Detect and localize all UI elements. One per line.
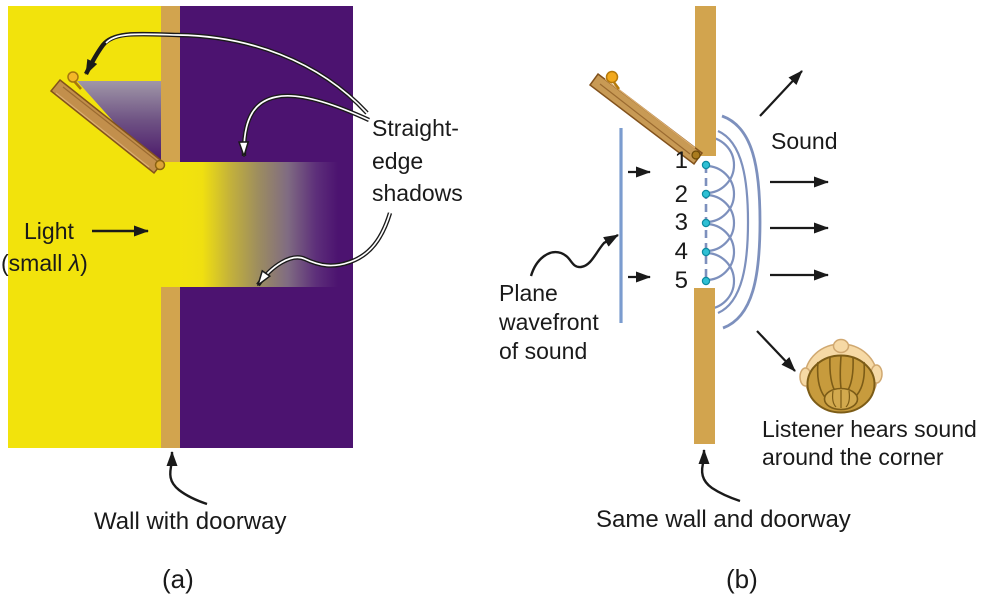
leader-wall-with-doorway: [166, 451, 208, 506]
wavefront-envelope-arc: [721, 114, 762, 330]
listener-label: Listener hears sound around the corner: [762, 415, 977, 471]
listener-head: [799, 338, 883, 414]
leader-plane-wavefront: [529, 233, 619, 277]
doorknob-b: [605, 70, 619, 84]
plane-line1: Plane: [499, 280, 558, 306]
straight-edge-line1: Straight-: [372, 115, 459, 141]
incoming-sound-arrows: [628, 166, 651, 283]
listener-line1: Listener hears sound: [762, 416, 977, 442]
light-beam-straight-edges: [180, 162, 338, 287]
huygens-wavelet-arcs: [705, 114, 762, 330]
wood-grain-line: [55, 92, 150, 168]
panel-b-graphic: [529, 6, 883, 503]
nose: [832, 338, 850, 354]
lambda-suffix: ): [80, 250, 88, 276]
leader-same-wall: [698, 449, 741, 503]
caption-b: (b): [726, 564, 758, 594]
doorknob-stem: [73, 80, 82, 90]
doorknob-a: [67, 71, 79, 83]
wall-upper-a: [161, 6, 180, 162]
hair-bun-lines: [832, 390, 850, 408]
wood-grain-line: [62, 86, 158, 162]
leader-to-beam-bottom-edge: [256, 212, 393, 285]
diffracted-up-arrow: [759, 70, 803, 117]
plane-wavefront-label: Plane wavefront of sound: [499, 279, 599, 366]
arrow-to-listener: [756, 330, 796, 372]
outgoing-sound-arrows: [756, 70, 829, 372]
point-label-2: 2: [674, 181, 688, 208]
point-label-5: 5: [674, 267, 688, 294]
wall-with-doorway-label: Wall with doorway: [94, 508, 287, 535]
leader-to-beam-top-edge: [244, 93, 370, 156]
point-label-4: 4: [674, 238, 688, 265]
panel-a-graphic: [8, 6, 393, 506]
wall-lower-a: [161, 287, 180, 448]
straight-edge-line2: edge: [372, 147, 424, 174]
straight-edge-shadows-label: Straight- edge shadows: [372, 112, 463, 210]
lambda-symbol: λ: [68, 250, 81, 276]
plane-line3: of sound: [499, 338, 588, 364]
sound-label: Sound: [771, 128, 838, 154]
point-label-3: 3: [674, 209, 688, 236]
point-label-1: 1: [674, 147, 688, 174]
listener-line2: around the corner: [762, 444, 944, 470]
light-label: Light: [24, 218, 74, 244]
caption-a: (a): [162, 564, 194, 594]
door-b: [588, 70, 704, 166]
wall-upper-b: [695, 6, 716, 156]
straight-edge-line3: shadows: [372, 180, 463, 206]
wood-grain-line: [604, 78, 696, 149]
wall-lower-b: [694, 288, 715, 444]
point-source-dots: [701, 160, 711, 286]
door-a: [49, 71, 166, 175]
door-hinge-b: [691, 150, 701, 160]
lambda-prefix: (small: [1, 250, 69, 276]
plane-line2: wavefront: [499, 309, 599, 335]
door-hinge-a: [154, 159, 166, 171]
small-lambda-label: (small λ): [1, 250, 88, 276]
wood-grain-line: [599, 83, 691, 155]
same-wall-label: Same wall and doorway: [596, 506, 851, 533]
leader-to-door-shadow: [84, 31, 369, 115]
